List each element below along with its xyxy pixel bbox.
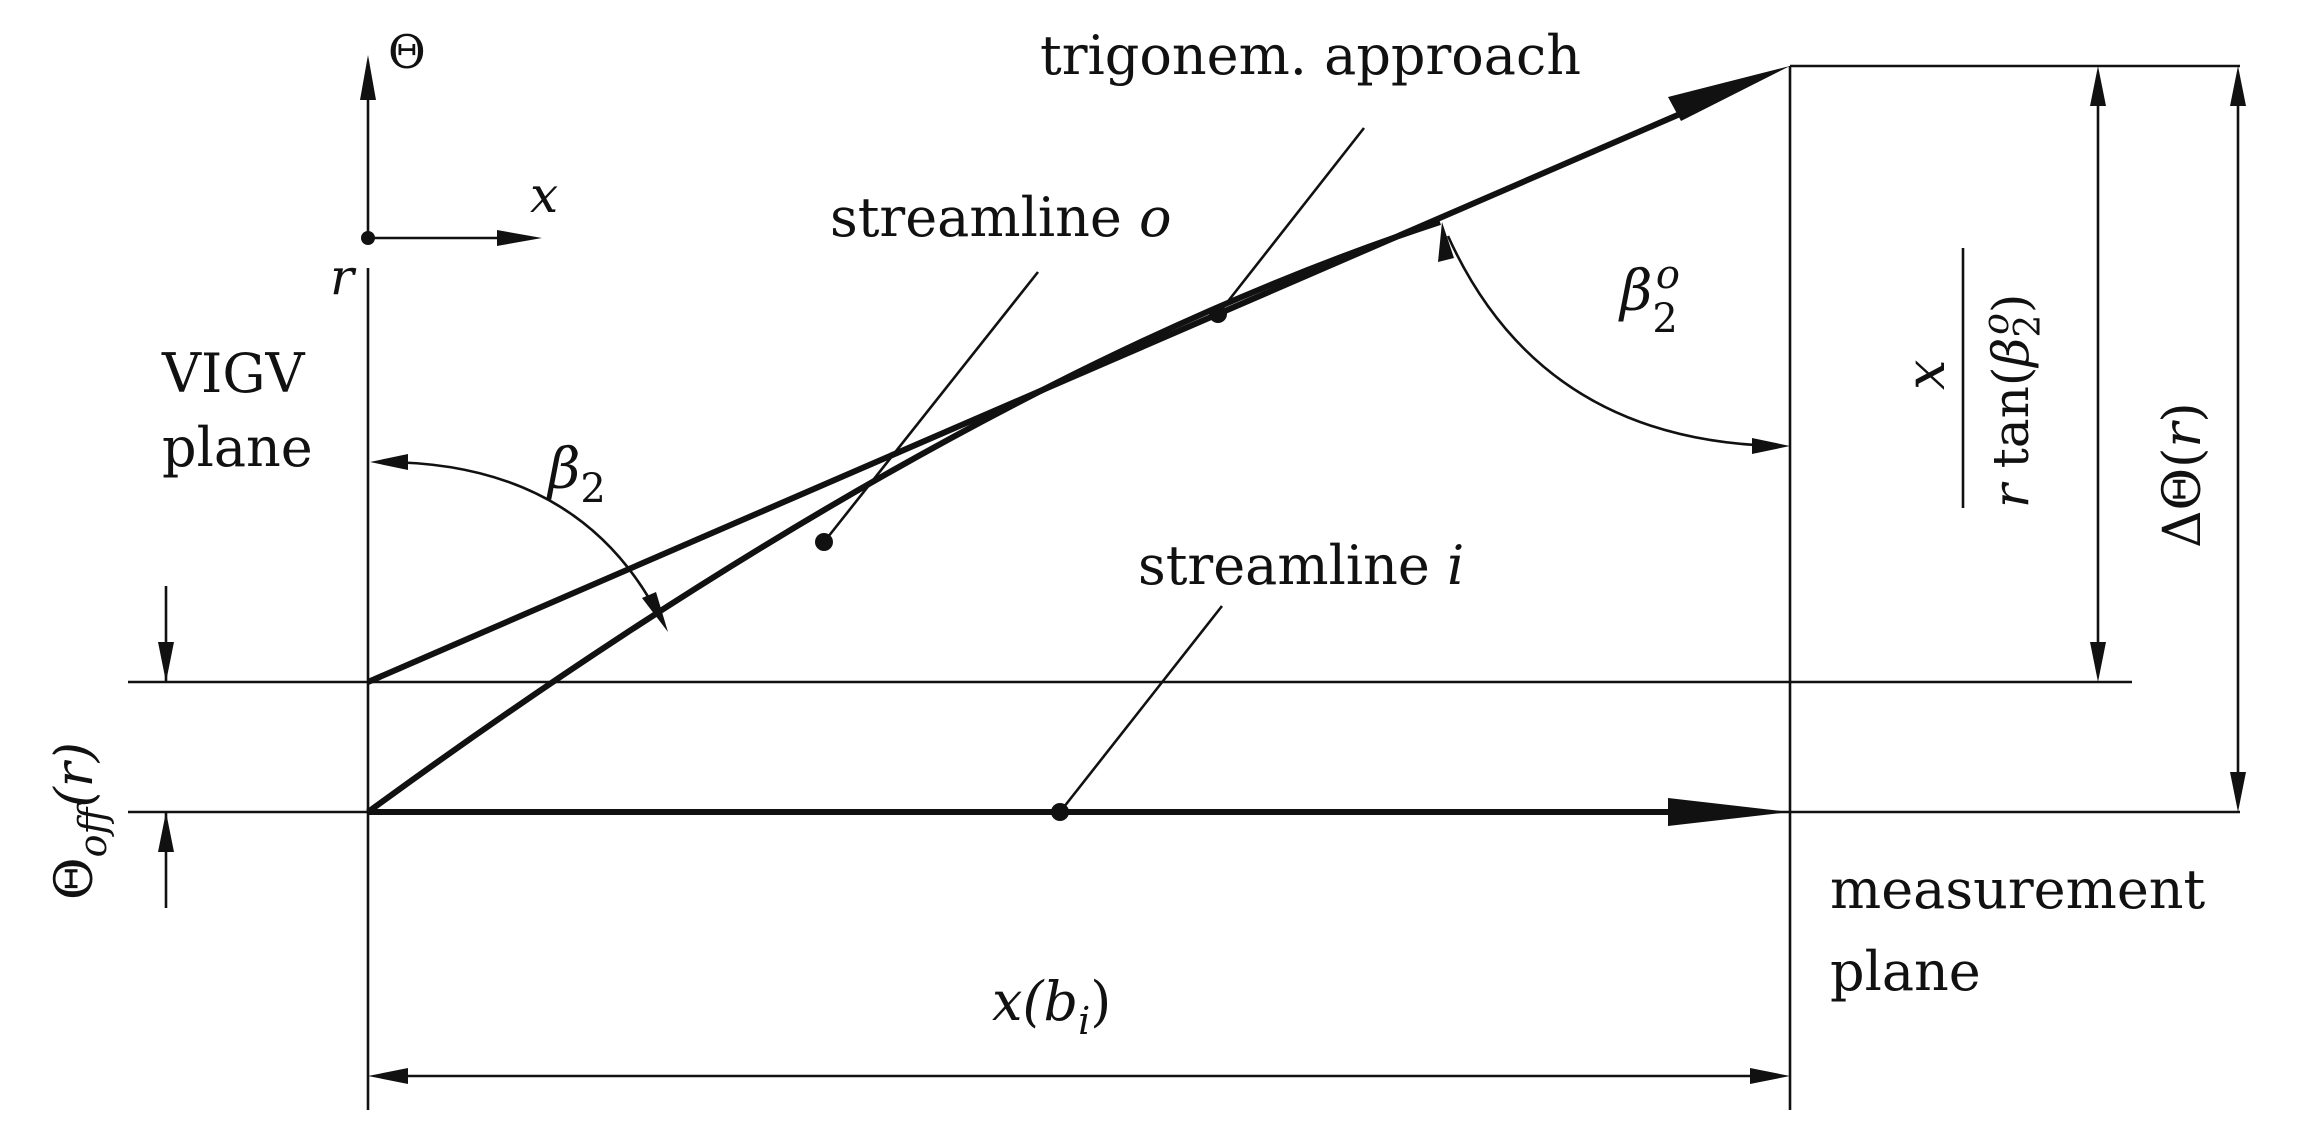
x-bi-dimension: x(bi) [368, 970, 1790, 1084]
vigv-plane: VIGV plane [161, 268, 370, 1110]
x-bi-arrowhead-right [1750, 1068, 1790, 1084]
streamline-o-curve [366, 219, 1441, 815]
trig-approach-arrowhead [1668, 66, 1790, 121]
x-bi-arrowhead-left [368, 1068, 408, 1084]
streamline-i-label: streamline i [1138, 534, 1464, 597]
trig-approach-leader [1216, 127, 1366, 315]
x-axis-arrowhead [497, 230, 542, 246]
x-axis-label: x [530, 166, 558, 224]
theta-axis-label: Θ [388, 25, 426, 79]
beta2-arrowhead-start [370, 454, 408, 470]
theta-off-arrowhead-top [158, 642, 174, 682]
beta2-arrowhead-end [642, 592, 668, 632]
beta2o-arrowhead-end [1752, 438, 1790, 454]
delta-theta-dimension: ΔΘ(r) [2153, 66, 2246, 812]
streamline-o [366, 219, 1441, 815]
delta-theta-label: ΔΘ(r) [2153, 402, 2213, 548]
streamline-i-arrowhead [1668, 798, 1790, 826]
streamline-o-label: streamline o [830, 186, 1172, 249]
vigv-plane-label-line2: plane [162, 416, 313, 479]
trig-offset-dimension: x r tan(β2o) [1894, 66, 2106, 682]
fraction-numerator: x [1894, 360, 1957, 390]
beta2-angle: β2 [370, 437, 668, 632]
measurement-plane-label-line1: measurement [1830, 858, 2206, 921]
r-axis-origin-dot [361, 231, 375, 245]
coordinate-system: Θ x r [330, 25, 558, 306]
fraction-denominator: r tan(β2o) [1976, 294, 2049, 508]
streamline-i [368, 605, 1790, 826]
beta2o-arrowhead-start [1438, 222, 1454, 262]
theta-off-label: Θoff(r) [45, 742, 115, 900]
vigv-plane-label-line1: VIGV [161, 342, 305, 405]
r-axis-label: r [330, 248, 357, 306]
streamline-i-leader [1058, 605, 1224, 813]
beta2o-angle: β2o [1438, 222, 1790, 454]
theta-off-arrowhead-bottom [158, 812, 174, 852]
beta2o-arc [1446, 235, 1777, 448]
beta2o-label: β2o [1618, 252, 1680, 342]
trig-offset-arrowhead-bottom [2090, 642, 2106, 682]
beta2-arc [381, 460, 662, 619]
theta-off-dimension: Θoff(r) [45, 586, 174, 908]
delta-theta-arrowhead-bottom [2230, 772, 2246, 812]
measurement-plane: measurement plane [1788, 66, 2206, 1110]
beta2-label: β2 [546, 437, 606, 512]
trig-approach-label: trigonem. approach [1040, 24, 1581, 87]
delta-theta-arrowhead-top [2230, 66, 2246, 106]
measurement-plane-label-line2: plane [1830, 940, 1981, 1003]
theta-axis-arrowhead [360, 55, 376, 100]
x-bi-label: x(bi) [992, 970, 1111, 1043]
trig-offset-arrowhead-top [2090, 66, 2106, 106]
streamline-o-leader [822, 271, 1040, 543]
